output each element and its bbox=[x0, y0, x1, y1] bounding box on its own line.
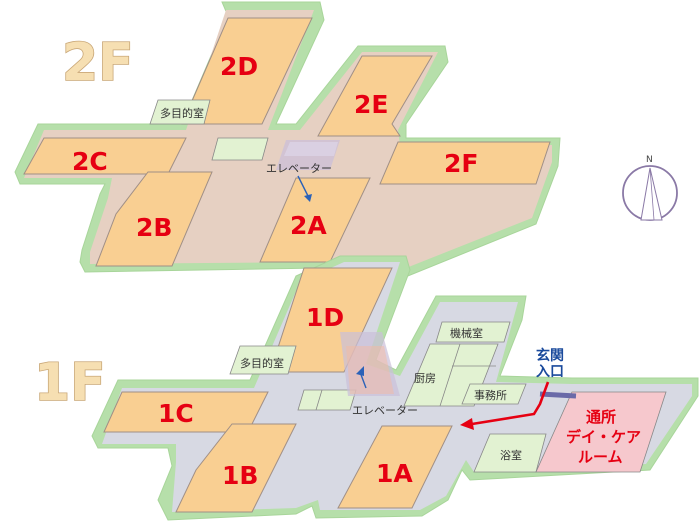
floor-2f-title: 2F bbox=[62, 33, 134, 93]
elevator-2f-shaft-top bbox=[284, 142, 338, 156]
compass-north-label: N bbox=[646, 155, 653, 165]
room-1f-storage bbox=[297, 389, 357, 411]
floor-2f: 2F 2D 2E 2C 2F 2B 2A 多目的室 エレベーター bbox=[14, 1, 561, 281]
entrance-label-line2: 入口 bbox=[536, 364, 564, 380]
floor-1f-title: 1F bbox=[34, 353, 106, 413]
room-1f-daycare bbox=[535, 391, 667, 473]
elevator-2f-arrow bbox=[297, 175, 309, 197]
entrance-door bbox=[539, 391, 577, 399]
wing-2f bbox=[379, 141, 551, 185]
elevator-2f-arrowhead bbox=[304, 194, 312, 202]
wing-2d bbox=[181, 17, 313, 125]
compass-needle-axis bbox=[649, 167, 655, 221]
room-1f-kitchen-label: 厨房 bbox=[414, 372, 436, 385]
compass-needle-icon bbox=[640, 167, 663, 221]
floor-1f: 1F 1D 1C 1B 1A 多目的室 機械室 厨房 事務所 浴室 エレベーター… bbox=[33, 255, 699, 521]
daycare-label-line3: ルーム bbox=[578, 448, 623, 466]
wing-2e bbox=[317, 55, 433, 137]
wing-2b-label: 2B bbox=[136, 213, 172, 242]
room-1f-office bbox=[461, 383, 527, 405]
elevator-1f-arrowhead bbox=[356, 366, 364, 376]
room-1f-multipurpose bbox=[229, 345, 297, 375]
daycare-label-line1: 通所 bbox=[586, 408, 616, 426]
room-1f-multipurpose-label: 多目的室 bbox=[240, 356, 284, 370]
wing-1b-label: 1B bbox=[222, 461, 258, 490]
room-1f-office-label: 事務所 bbox=[474, 388, 507, 402]
wing-2e-label: 2E bbox=[354, 90, 388, 119]
room-1f-bath-label: 浴室 bbox=[500, 448, 522, 462]
wing-1a-label: 1A bbox=[376, 459, 413, 488]
wing-2c-label: 2C bbox=[72, 147, 108, 176]
wing-2f-label: 2F bbox=[444, 149, 478, 178]
wing-1d bbox=[269, 267, 393, 373]
wing-1b bbox=[175, 423, 297, 513]
wing-2b bbox=[95, 171, 213, 267]
wing-2d-label: 2D bbox=[220, 52, 258, 81]
elevator-2f-label: エレベーター bbox=[266, 162, 332, 175]
entrance-path-arrow bbox=[471, 381, 550, 426]
room-1f-machine bbox=[435, 321, 511, 343]
room-2f-multipurpose bbox=[149, 99, 211, 125]
wing-1c-label: 1C bbox=[158, 399, 194, 428]
room-2f-multipurpose-label: 多目的室 bbox=[160, 106, 204, 120]
wing-1a bbox=[337, 425, 453, 509]
room-1f-kitchen-divider bbox=[439, 343, 461, 407]
compass: N bbox=[622, 155, 678, 221]
room-1f-machine-label: 機械室 bbox=[450, 326, 483, 340]
daycare-label-line2: デイ・ケア bbox=[566, 428, 641, 446]
room-1f-storage-divider bbox=[315, 389, 323, 411]
elevator-1f-shaft-face bbox=[346, 346, 394, 394]
elevator-1f-label: エレベーター bbox=[352, 404, 418, 417]
entrance-label-line1: 玄関 bbox=[536, 347, 564, 364]
wing-2a-label: 2A bbox=[290, 211, 327, 240]
wing-1d-label: 1D bbox=[306, 303, 344, 332]
room-2f-storage bbox=[211, 137, 269, 161]
entrance-path-arrowhead bbox=[460, 418, 474, 430]
